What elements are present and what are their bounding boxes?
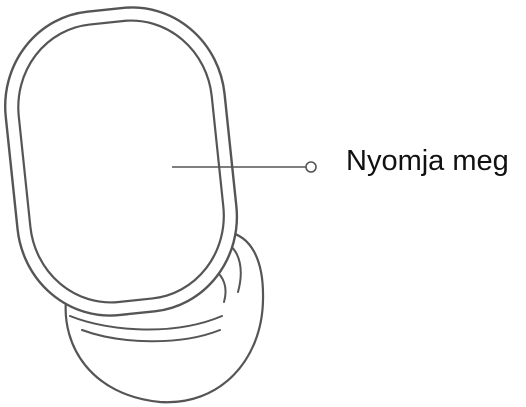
callout-dot [305,161,317,173]
earbud-inner-panel [17,19,225,304]
ear-tip-rim-1 [69,315,223,331]
earbud-outer-shell [4,6,239,317]
earbud-touch-panel [17,19,225,304]
ear-tip-rim-2 [81,329,221,343]
earbud-body [4,6,239,317]
callout-pointer [172,161,317,173]
callout-label: Nyomja meg [346,145,509,177]
